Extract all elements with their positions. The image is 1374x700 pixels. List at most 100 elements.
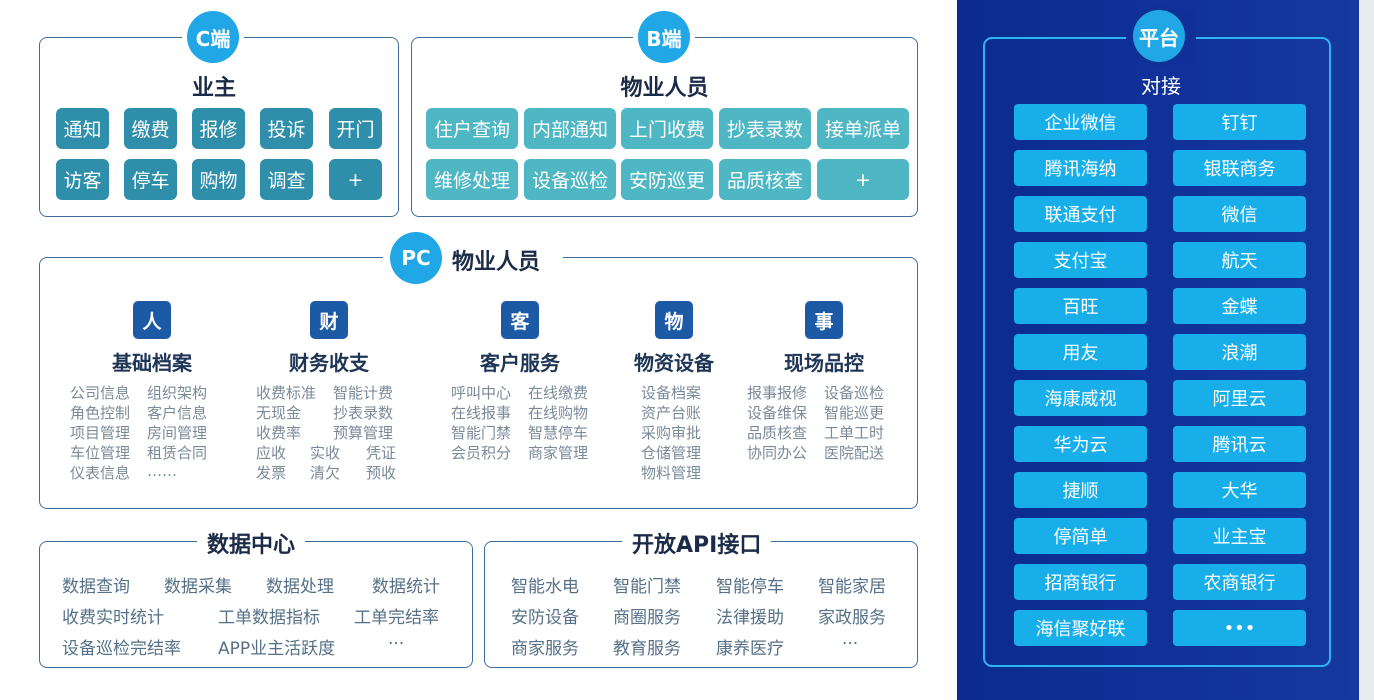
data-center-item: APP业主活跃度	[218, 639, 336, 659]
pc-item: 设备档案	[641, 384, 702, 402]
pc-column-title: 现场品控	[784, 351, 864, 375]
pc-item: 智能计费	[333, 384, 394, 402]
pc-item: 协同办公	[747, 444, 808, 462]
pc-item: 角色控制	[70, 404, 131, 422]
platform-button[interactable]: 招商银行	[1014, 564, 1147, 600]
pc-item: 收费标准	[256, 384, 317, 402]
c-end-button[interactable]: 购物	[192, 159, 245, 200]
c-end-button[interactable]: 停车	[124, 159, 177, 200]
data-center-item: 数据处理	[266, 577, 334, 597]
platform-button[interactable]: 捷顺	[1014, 472, 1147, 508]
pc-item: 公司信息	[70, 384, 131, 402]
pc-item: 仪表信息	[70, 464, 131, 482]
open-api-item: 康养医疗	[716, 639, 784, 659]
b-end-button[interactable]: 设备巡检	[524, 159, 616, 200]
platform-button[interactable]: 停简单	[1014, 518, 1147, 554]
platform-button[interactable]: 航天	[1173, 242, 1306, 278]
pc-item: 智能门禁	[451, 424, 512, 442]
platform-button[interactable]: 银联商务	[1173, 150, 1306, 186]
platform-button[interactable]: 百旺	[1014, 288, 1147, 324]
platform-button[interactable]: 支付宝	[1014, 242, 1147, 278]
b-end-button[interactable]: 安防巡更	[621, 159, 713, 200]
pc-item: 收费率	[256, 424, 302, 442]
b-end-badge: B端	[638, 11, 690, 63]
b-end-button[interactable]: +	[817, 159, 909, 200]
pc-item: 清欠	[310, 464, 341, 482]
b-end-button[interactable]: 住户查询	[426, 108, 518, 149]
platform-button[interactable]: 华为云	[1014, 426, 1147, 462]
open-api-item: 法律援助	[716, 608, 784, 628]
open-api-item: 安防设备	[511, 608, 579, 628]
pc-item: 项目管理	[70, 424, 131, 442]
c-end-button[interactable]: 开门	[329, 108, 382, 149]
pc-item: 品质核查	[747, 424, 808, 442]
open-api-title: 开放API接口	[622, 527, 772, 559]
platform-button[interactable]: 微信	[1173, 196, 1306, 232]
platform-button[interactable]: 腾讯海纳	[1014, 150, 1147, 186]
pc-item: 预收	[366, 464, 397, 482]
b-end-button[interactable]: 维修处理	[426, 159, 518, 200]
platform-button[interactable]: 海信聚好联	[1014, 610, 1147, 646]
b-end-button[interactable]: 上门收费	[621, 108, 713, 149]
pc-column-icon: 人	[133, 301, 171, 339]
pc-item: 组织架构	[147, 384, 208, 402]
platform-button[interactable]: 腾讯云	[1173, 426, 1306, 462]
b-end-button[interactable]: 品质核查	[719, 159, 811, 200]
c-end-button[interactable]: 访客	[56, 159, 109, 200]
data-center-item: 设备巡检完结率	[62, 639, 181, 659]
pc-item: 资产台账	[641, 404, 702, 422]
platform-button[interactable]: 海康威视	[1014, 380, 1147, 416]
pc-item: 预算管理	[333, 424, 394, 442]
pc-title: 物业人员	[452, 250, 541, 275]
b-end-button[interactable]: 内部通知	[524, 108, 616, 149]
pc-column-icon: 财	[310, 301, 348, 339]
pc-item: 发票	[256, 464, 287, 482]
data-center-item: 数据统计	[372, 577, 440, 597]
pc-column-icon: 事	[805, 301, 843, 339]
pc-item: 设备维保	[747, 404, 808, 422]
pc-item: 工单工时	[824, 424, 885, 442]
platform-button[interactable]: 钉钉	[1173, 104, 1306, 140]
c-end-button[interactable]: 调查	[260, 159, 313, 200]
pc-item: 在线缴费	[528, 384, 589, 402]
pc-item: 呼叫中心	[451, 384, 512, 402]
platform-button[interactable]: 联通支付	[1014, 196, 1147, 232]
open-api-item: 智能停车	[716, 577, 784, 597]
platform-button[interactable]: •••	[1173, 610, 1306, 646]
pc-item: 凭证	[366, 444, 397, 462]
data-center-item: 数据查询	[62, 577, 130, 597]
platform-button[interactable]: 大华	[1173, 472, 1306, 508]
pc-column-title: 基础档案	[112, 351, 192, 375]
pc-item: 商家管理	[528, 444, 589, 462]
platform-button[interactable]: 浪潮	[1173, 334, 1306, 370]
platform-button[interactable]: 阿里云	[1173, 380, 1306, 416]
right-edge	[1359, 0, 1374, 700]
pc-column-header: 客客户服务	[450, 301, 590, 376]
pc-item: 在线购物	[528, 404, 589, 422]
open-api-item: 智能水电	[511, 577, 579, 597]
pc-column-header: 事现场品控	[754, 301, 894, 376]
b-end-button[interactable]: 抄表录数	[719, 108, 811, 149]
platform-button[interactable]: 用友	[1014, 334, 1147, 370]
platform-button[interactable]: 业主宝	[1173, 518, 1306, 554]
c-end-button[interactable]: +	[329, 159, 382, 200]
pc-item: 房间管理	[147, 424, 208, 442]
open-api-item: 智能门禁	[613, 577, 681, 597]
pc-item: 智慧停车	[528, 424, 589, 442]
pc-column-title: 客户服务	[480, 351, 560, 375]
c-end-button[interactable]: 报修	[192, 108, 245, 149]
platform-button[interactable]: 农商银行	[1173, 564, 1306, 600]
platform-button[interactable]: 企业微信	[1014, 104, 1147, 140]
pc-item: 车位管理	[70, 444, 131, 462]
platform-button[interactable]: 金蝶	[1173, 288, 1306, 324]
c-end-button[interactable]: 通知	[56, 108, 109, 149]
data-center-item: 工单完结率	[354, 608, 439, 628]
c-end-button[interactable]: 缴费	[124, 108, 177, 149]
b-end-button[interactable]: 接单派单	[817, 108, 909, 149]
pc-column-header: 物物资设备	[604, 301, 744, 376]
pc-item: 应收	[256, 444, 287, 462]
pc-item: 客户信息	[147, 404, 208, 422]
c-end-button[interactable]: 投诉	[260, 108, 313, 149]
data-center-item: 工单数据指标	[218, 608, 320, 628]
pc-column-title: 财务收支	[289, 351, 369, 375]
